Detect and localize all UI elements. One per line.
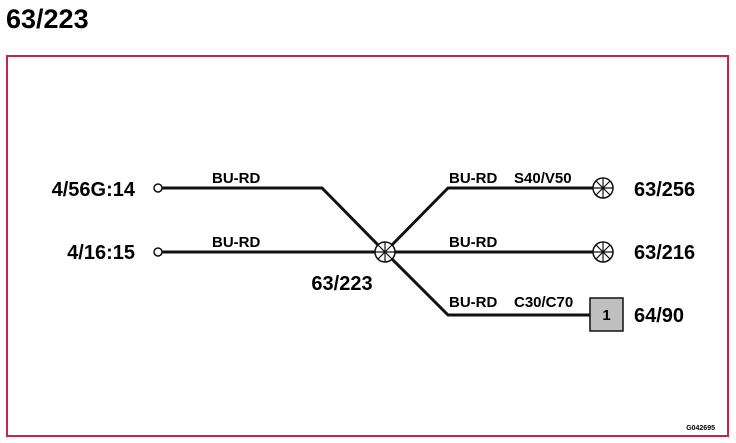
splice-icon bbox=[592, 177, 614, 199]
wire-color-label: BU-RD bbox=[449, 234, 497, 251]
wire-right-1 bbox=[383, 186, 600, 254]
terminal-icon bbox=[153, 247, 163, 257]
variant-label: S40/V50 bbox=[514, 170, 572, 187]
diagram-frame bbox=[6, 55, 729, 437]
variant-label: C30/C70 bbox=[514, 294, 573, 311]
terminal-label: 4/56G:14 bbox=[52, 179, 136, 201]
endpoint-label: 63/256 bbox=[634, 179, 695, 201]
component-box bbox=[589, 297, 624, 332]
wire-color-label: BU-RD bbox=[212, 170, 260, 187]
wire-color-label: BU-RD bbox=[212, 234, 260, 251]
figure-code: G042695 bbox=[686, 425, 715, 432]
terminal-label: 4/16:15 bbox=[67, 242, 135, 264]
terminal-icon bbox=[153, 183, 163, 193]
component-box-label: 1 bbox=[602, 307, 610, 324]
center-connector-label: 63/223 bbox=[311, 273, 372, 295]
splice-icon bbox=[592, 241, 614, 263]
center-splice-icon bbox=[374, 241, 396, 263]
wire-color-label: BU-RD bbox=[449, 170, 497, 187]
page-title: 63/223 bbox=[6, 4, 89, 34]
wire-right-3 bbox=[383, 250, 592, 317]
wire-color-label: BU-RD bbox=[449, 294, 497, 311]
endpoint-label: 64/90 bbox=[634, 305, 684, 327]
wire-left-1 bbox=[160, 186, 387, 254]
endpoint-label: 63/216 bbox=[634, 242, 695, 264]
